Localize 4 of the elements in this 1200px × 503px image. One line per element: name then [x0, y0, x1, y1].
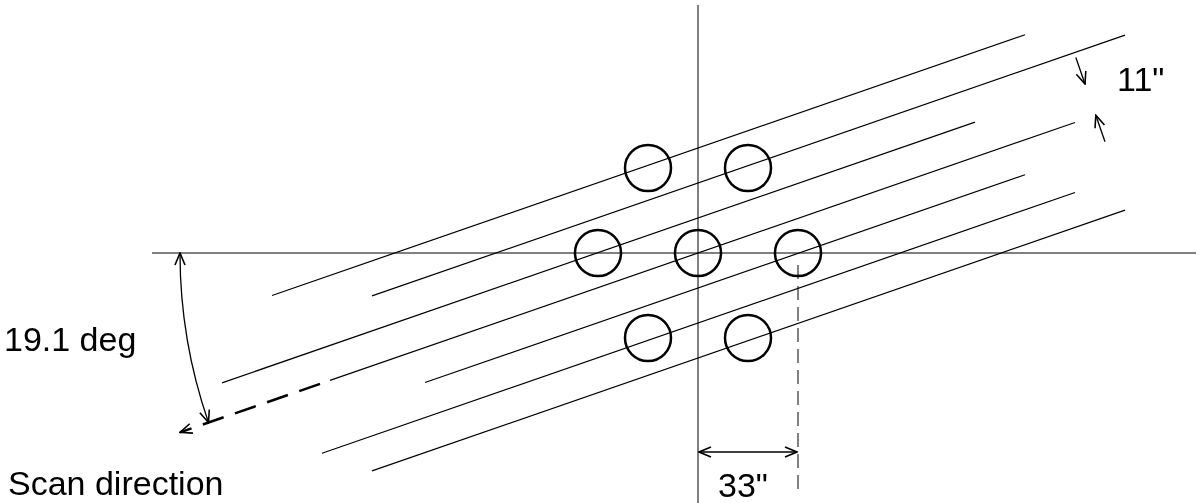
angle-label: 19.1 deg: [4, 322, 137, 356]
dimension-label: 33": [718, 468, 768, 502]
dimension-label: 11": [1117, 62, 1165, 96]
scan-direction-label: Scan direction: [8, 466, 224, 500]
